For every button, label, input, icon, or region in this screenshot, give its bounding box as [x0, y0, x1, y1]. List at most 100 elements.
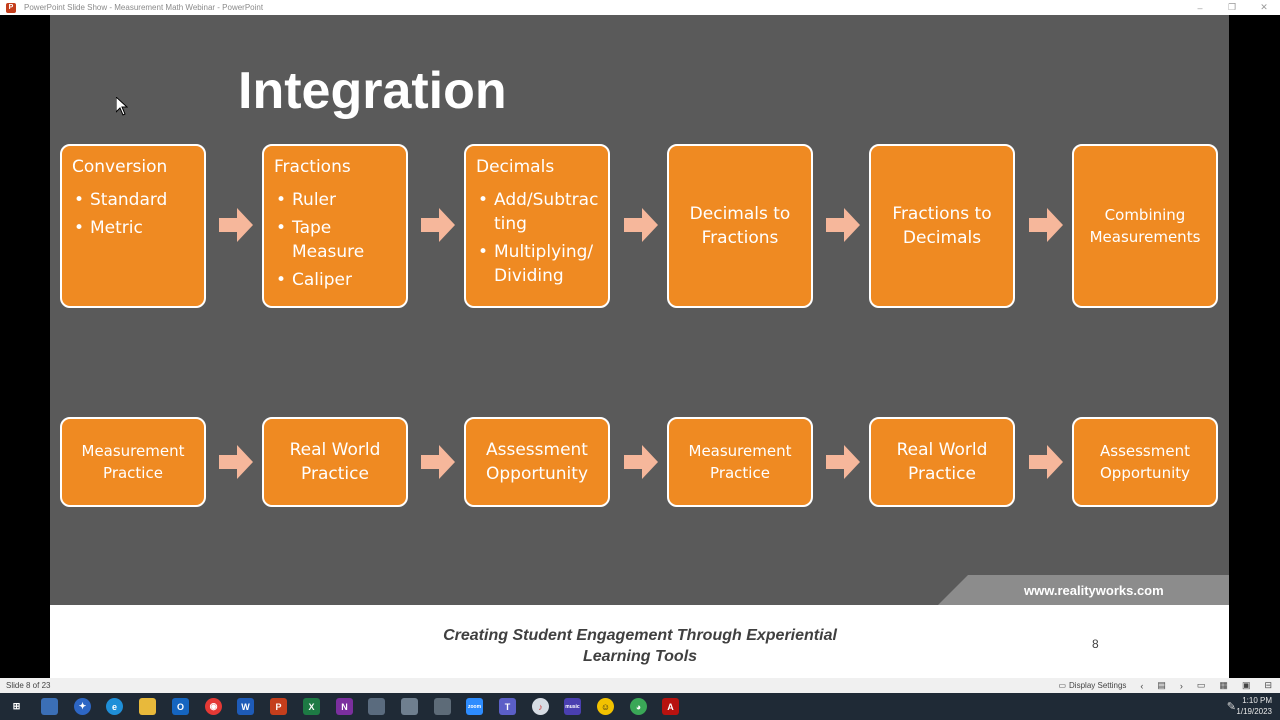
clock-date: 1/19/2023	[1236, 707, 1272, 716]
system-clock[interactable]: 1:10 PM 1/19/2023	[1236, 695, 1272, 717]
acrobat-icon[interactable]: A	[662, 698, 679, 715]
powerpoint-app-icon: P	[6, 2, 16, 13]
bullet-list: Standard Metric	[72, 188, 196, 240]
powerpoint-icon[interactable]: P	[270, 698, 287, 715]
card-title: Decimals	[476, 157, 555, 177]
clock-time: 1:10 PM	[1242, 696, 1272, 705]
restore-button[interactable]: ❐	[1227, 2, 1237, 12]
pen-icon[interactable]: ✎	[1226, 701, 1236, 713]
card-text: Measurement Practice	[81, 442, 185, 482]
arrow-right-icon	[1029, 445, 1063, 479]
close-button[interactable]: ✕	[1260, 2, 1268, 12]
edge-browser-icon[interactable]: e	[106, 698, 123, 715]
card-measurement-practice: Measurement Practice	[60, 417, 206, 507]
window-controls: – ❐ ✕	[1184, 0, 1280, 15]
zoom-icon[interactable]: zoom	[466, 698, 483, 715]
arrow-right-icon	[421, 208, 455, 242]
card-assessment-opportunity: Assessment Opportunity	[1072, 417, 1218, 507]
letterbox-right	[1229, 15, 1280, 678]
maps-icon[interactable]: ◕	[630, 698, 647, 715]
bullet-item: Tape Measure	[274, 216, 398, 264]
slide-title: Integration	[238, 62, 507, 120]
card-text: Assessment Opportunity	[1099, 442, 1190, 482]
card-combining-measurements: Combining Measurements	[1072, 144, 1218, 308]
bullet-list: Add/Subtracting Multiplying/Dividing	[476, 188, 600, 288]
card-text: Fractions to Decimals	[892, 204, 992, 248]
calculator-icon[interactable]	[434, 698, 451, 715]
bullet-list: Ruler Tape Measure Caliper	[274, 188, 398, 292]
slide-content-area: Integration Conversion Standard Metric F…	[50, 15, 1229, 605]
word-icon[interactable]: W	[237, 698, 254, 715]
display-settings-label: Display Settings	[1069, 681, 1127, 690]
windows-start-icon[interactable]: ⊞	[12, 701, 21, 711]
accessibility-icon[interactable]: ✦	[74, 698, 91, 715]
card-text: Decimals to Fractions	[689, 204, 791, 248]
bullet-item: Add/Subtracting	[476, 188, 600, 236]
windows-taskbar: ⊞ ✦ e O ◉ W P X N zoom T ♪ music ☺ ◕ A ✎…	[0, 693, 1280, 720]
minimize-button[interactable]: –	[1197, 2, 1203, 13]
chrome-icon[interactable]: ◉	[205, 698, 222, 715]
card-assessment-opportunity: Assessment Opportunity	[464, 417, 610, 507]
card-text: Measurement Practice	[688, 442, 792, 482]
card-title: Conversion	[72, 157, 168, 177]
app-icon[interactable]	[41, 698, 58, 715]
window-title: PowerPoint Slide Show - Measurement Math…	[24, 3, 264, 12]
slide-counter: Slide 8 of 23	[6, 681, 51, 690]
bullet-item: Ruler	[274, 188, 398, 212]
card-text: Real World Practice	[896, 440, 988, 484]
file-explorer-icon[interactable]	[139, 698, 156, 715]
excel-icon[interactable]: X	[303, 698, 320, 715]
tagline-line: Learning Tools	[582, 648, 698, 665]
card-fractions-to-decimals: Fractions to Decimals	[869, 144, 1015, 308]
url-banner	[938, 575, 1229, 605]
app-icon[interactable]	[368, 698, 385, 715]
mouse-cursor-icon	[116, 97, 128, 116]
arrow-right-icon	[624, 208, 658, 242]
bullet-item: Standard	[72, 188, 196, 212]
arrow-right-icon	[624, 445, 658, 479]
window-title-bar: P PowerPoint Slide Show - Measurement Ma…	[0, 0, 1280, 15]
card-decimals: Decimals Add/Subtracting Multiplying/Div…	[464, 144, 610, 308]
display-settings-button[interactable]: ▭ Display Settings	[1058, 681, 1126, 690]
monitor-icon: ▭	[1058, 681, 1067, 690]
card-decimals-to-fractions: Decimals to Fractions	[667, 144, 813, 308]
slide-menu-button[interactable]: ▤	[1157, 680, 1166, 690]
itunes-icon[interactable]: ♪	[532, 698, 549, 715]
slide-sorter-button[interactable]: ▦	[1219, 680, 1228, 690]
outlook-icon[interactable]: O	[172, 698, 189, 715]
teams-icon[interactable]: T	[499, 698, 516, 715]
slide-tagline: Creating Student Engagement Through Expe…	[420, 625, 860, 667]
letterbox-left	[0, 15, 50, 678]
card-text: Assessment Opportunity	[485, 440, 589, 484]
slide[interactable]: Integration Conversion Standard Metric F…	[50, 15, 1229, 678]
emoji-app-icon[interactable]: ☺	[597, 698, 614, 715]
website-url: www.realityworks.com	[1024, 583, 1164, 598]
card-measurement-practice: Measurement Practice	[667, 417, 813, 507]
arrow-right-icon	[219, 208, 253, 242]
tagline-line: Creating Student Engagement Through Expe…	[443, 627, 837, 644]
status-controls: ▭ Display Settings ‹ ▤ › ▭ ▦ ▣ ⊟	[1058, 678, 1272, 693]
arrow-right-icon	[826, 445, 860, 479]
snipping-tool-icon[interactable]	[401, 698, 418, 715]
slideshow-view-button[interactable]: ⊟	[1264, 680, 1272, 690]
onenote-icon[interactable]: N	[336, 698, 353, 715]
slide-number: 8	[1092, 637, 1099, 651]
normal-view-button[interactable]: ▭	[1196, 680, 1206, 690]
slideshow-status-bar: Slide 8 of 23 ▭ Display Settings ‹ ▤ › ▭…	[0, 678, 1280, 693]
arrow-right-icon	[826, 208, 860, 242]
card-text: Real World Practice	[289, 440, 381, 484]
card-conversion: Conversion Standard Metric	[60, 144, 206, 308]
bullet-item: Caliper	[274, 268, 398, 292]
amazon-music-icon[interactable]: music	[564, 698, 581, 715]
card-real-world-practice: Real World Practice	[869, 417, 1015, 507]
arrow-right-icon	[1029, 208, 1063, 242]
arrow-right-icon	[219, 445, 253, 479]
card-fractions: Fractions Ruler Tape Measure Caliper	[262, 144, 408, 308]
card-title: Fractions	[274, 157, 351, 177]
card-real-world-practice: Real World Practice	[262, 417, 408, 507]
bullet-item: Multiplying/Dividing	[476, 240, 600, 288]
next-slide-button[interactable]: ›	[1179, 680, 1183, 691]
arrow-right-icon	[421, 445, 455, 479]
reading-view-button[interactable]: ▣	[1241, 680, 1251, 690]
previous-slide-button[interactable]: ‹	[1140, 680, 1144, 691]
